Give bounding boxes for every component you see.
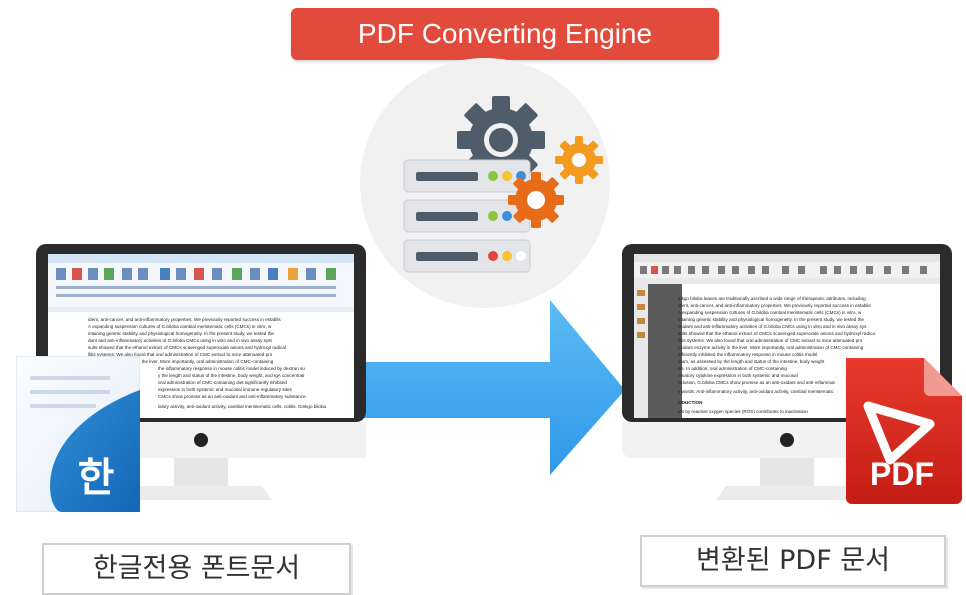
engine-title-banner: PDF Converting Engine [291, 8, 719, 60]
doc-line: sults showed that the ethanol extract of… [678, 331, 875, 336]
doc-line: the inflammatory response in mouse colit… [158, 366, 305, 371]
doc-line: oxidant enzyme activity in the liver. Mo… [88, 359, 274, 364]
doc-line: A expanding suspension cultures of G.bil… [88, 324, 272, 329]
hangul-document-icon [16, 356, 140, 512]
doc-line: lalory activity, anti-oxidant activity, … [158, 404, 327, 409]
doc-line: ident, anti-cancer, and anti-inflammator… [88, 317, 281, 322]
doc-line: intaining genetic stability and physiolo… [678, 317, 864, 322]
target-caption: 변환된 PDF 문서 [640, 535, 946, 587]
doc-line: A expanding suspension cultures of G.bil… [678, 310, 862, 315]
doc-line: oral administration of CMC-containing di… [158, 380, 287, 385]
doc-line: nmatory cytokine expression in both syst… [678, 373, 798, 378]
doc-line: inkgo biloba leaves are traditionally as… [678, 296, 866, 301]
doc-line: dium, as assessed by the length and stat… [678, 359, 825, 364]
conversion-arrow-icon [340, 300, 625, 475]
monitor-power-dot [194, 433, 208, 447]
doc-line: intaining genetic stability and physiolo… [88, 331, 274, 336]
doc-line: nclusion, G.biloba CMCs show promise as … [678, 380, 835, 385]
doc-line: oxidant and anti-inflammatory activities… [678, 324, 867, 329]
doc-line: dant and anti-inflammatory activities of… [88, 338, 273, 343]
doc-line: ODUCTION [678, 400, 703, 405]
doc-line: llitis systems. We also found that oral … [678, 338, 863, 343]
doc-line: sults showed that the ethanol extract of… [88, 345, 286, 350]
source-caption: 한글전용 폰트문서 [42, 543, 351, 595]
pdf-file-icon [846, 358, 962, 504]
doc-line: y the length and status of the intestine… [158, 373, 304, 378]
server-unit-middle [403, 199, 531, 233]
doc-line: llitis systems. We also found that oral … [88, 352, 273, 357]
target-document-text: inkgo biloba leaves are traditionally as… [678, 296, 875, 414]
pdf-badge-label: PDF [870, 456, 934, 492]
doc-line: oxidant enzyme activity in the liver. Mo… [678, 345, 864, 350]
doc-line: expression in both systemic and mucosal … [158, 387, 292, 392]
server-engine-illustration [403, 96, 603, 273]
hangul-app-glyph: 한 [77, 455, 115, 501]
source-document-text: ident, anti-cancer, and anti-inflammator… [88, 317, 327, 409]
doc-line: ident, anti-cancer, and anti-inflammator… [678, 303, 871, 308]
doc-line: efficiently inhibited the inflammatory r… [678, 352, 817, 357]
server-unit-top [403, 159, 531, 193]
orange-gear-icon [555, 136, 603, 184]
doc-line: itis. In addition, oral administration o… [678, 366, 787, 371]
monitor-power-dot [780, 433, 794, 447]
dark-orange-gear-icon [508, 172, 564, 228]
doc-line: y words: Anti-inflammatory activity, ant… [678, 389, 835, 394]
doc-line: ion by reactive oxygen species (ROS) con… [678, 409, 808, 414]
server-unit-bottom [403, 239, 531, 273]
doc-line: CMCs show promise as an anti-oxidant and… [158, 394, 307, 399]
